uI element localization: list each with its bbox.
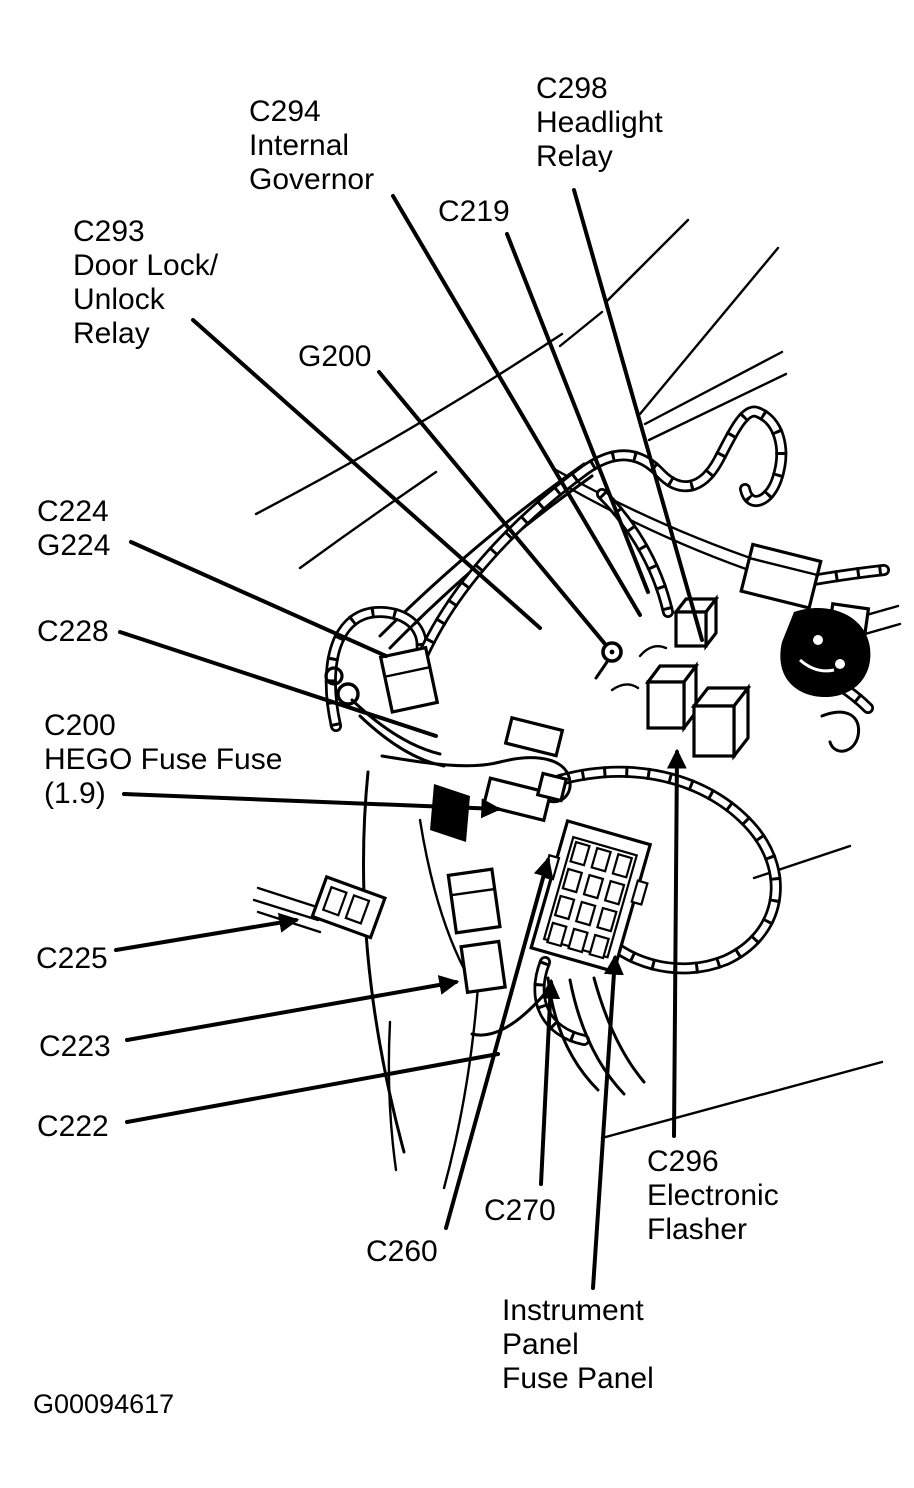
callout-labels: C294 Internal Governor C298 Headlight Re…: [33, 72, 779, 1419]
callout-text: C294: [249, 95, 321, 128]
leader-c260: [444, 856, 554, 1230]
callout-text: C225: [36, 942, 108, 975]
callout-c270: C270: [484, 1194, 556, 1227]
dash-lower-edge-2: [560, 482, 768, 578]
steering-column-edge-3: [442, 984, 480, 1190]
callout-text: Fuse Panel: [502, 1362, 654, 1395]
callout-c294: C294 Internal Governor: [249, 95, 374, 196]
windshield-curve-2: [298, 470, 438, 570]
leader-c224-g224: [129, 540, 388, 658]
leader-instrument-panel: [591, 954, 624, 1290]
callout-c260: C260: [366, 1235, 438, 1268]
leader-c200: [122, 792, 502, 819]
callout-text: G224: [37, 529, 110, 562]
flasher-bundle: [780, 602, 871, 698]
dark-wedge: [430, 784, 470, 842]
a-pillar-line: [604, 218, 690, 304]
callout-text: Flasher: [647, 1213, 747, 1246]
callout-c223: C223: [39, 1030, 111, 1063]
leader-c223: [125, 975, 460, 1042]
callout-c225: C225: [36, 942, 108, 975]
callout-text: C270: [484, 1194, 556, 1227]
callout-c224-g224: C224 G224: [37, 495, 110, 562]
a-pillar-line-2: [638, 246, 780, 416]
door-frame-line: [643, 350, 784, 426]
leader-c228: [118, 630, 438, 738]
lower-right-line-2: [600, 1060, 884, 1140]
callout-text: C222: [37, 1110, 109, 1143]
callout-text: C296: [647, 1145, 719, 1178]
callout-text: Relay: [536, 140, 613, 173]
callout-text: C223: [39, 1030, 111, 1063]
callout-c296: C296 Electronic Flasher: [647, 1145, 779, 1246]
connector-c223: [446, 867, 502, 935]
callout-text: Electronic: [647, 1179, 779, 1212]
connector-c225: [310, 874, 387, 940]
callout-text: Panel: [502, 1328, 579, 1361]
callout-c298: C298 Headlight Relay: [536, 72, 663, 173]
leader-c270: [539, 978, 561, 1186]
connector-c224: [378, 645, 440, 714]
dash-lower-edge: [554, 468, 764, 564]
callout-text: Instrument: [502, 1294, 644, 1327]
callout-text: C200: [44, 709, 116, 742]
leader-c293: [191, 318, 542, 630]
leader-c298: [572, 188, 704, 642]
windshield-curve: [254, 332, 564, 516]
relay-box-right: [739, 542, 823, 610]
callout-text: Internal: [249, 129, 349, 162]
callout-c222: C222: [37, 1110, 109, 1143]
callout-text: C228: [37, 615, 109, 648]
ground-eyelet-g200: [594, 641, 623, 680]
small-box-above-fuse: [503, 715, 565, 758]
callout-text: C298: [536, 72, 608, 105]
figure-code: G00094617: [33, 1389, 174, 1419]
leader-c222: [125, 1052, 500, 1124]
callout-text: C293: [73, 215, 145, 248]
callout-text: C224: [37, 495, 109, 528]
a-pillar-tick: [558, 310, 604, 348]
callout-text: C260: [366, 1235, 438, 1268]
callout-text: Headlight: [536, 106, 663, 139]
bundle-squiggle: [638, 645, 668, 658]
callout-instrument-panel-fuse-panel: Instrument Panel Fuse Panel: [502, 1294, 654, 1395]
callout-text: (1.9): [44, 777, 106, 810]
bundle-squiggle-2: [610, 683, 640, 692]
leader-lines: [114, 188, 704, 1290]
fuse-holder-c200: [481, 776, 553, 823]
callout-c200: C200 HEGO Fuse Fuse (1.9): [44, 709, 282, 810]
callout-g200: G200: [298, 340, 371, 373]
steering-column-edge-2: [387, 1020, 398, 1172]
callout-c293: C293 Door Lock/ Unlock Relay: [73, 215, 219, 350]
leader-g200: [377, 370, 607, 646]
callout-text: G200: [298, 340, 371, 373]
door-frame-line-2: [647, 372, 788, 442]
callout-c219: C219: [438, 195, 510, 228]
leader-c225: [114, 912, 300, 952]
leader-c294: [391, 194, 642, 617]
steering-column-edge: [362, 770, 406, 1154]
leader-c219: [505, 232, 650, 594]
ring-terminal-2: [324, 666, 344, 686]
relay-cluster: [644, 594, 752, 761]
components: [310, 542, 871, 995]
callout-text: Unlock: [73, 283, 166, 316]
ring-terminal: [336, 682, 360, 706]
fuse-panel: [529, 818, 653, 974]
callout-text: HEGO Fuse Fuse: [44, 743, 282, 776]
curl-cube: [535, 771, 569, 803]
callout-text: Relay: [73, 317, 150, 350]
connector-c222: [459, 939, 507, 995]
callout-text: Door Lock/: [73, 249, 219, 282]
callout-text: Governor: [249, 163, 374, 196]
leader-c296: [666, 748, 687, 1138]
wire-hook: [820, 710, 861, 753]
callout-c228: C228: [37, 615, 109, 648]
callout-text: C219: [438, 195, 510, 228]
